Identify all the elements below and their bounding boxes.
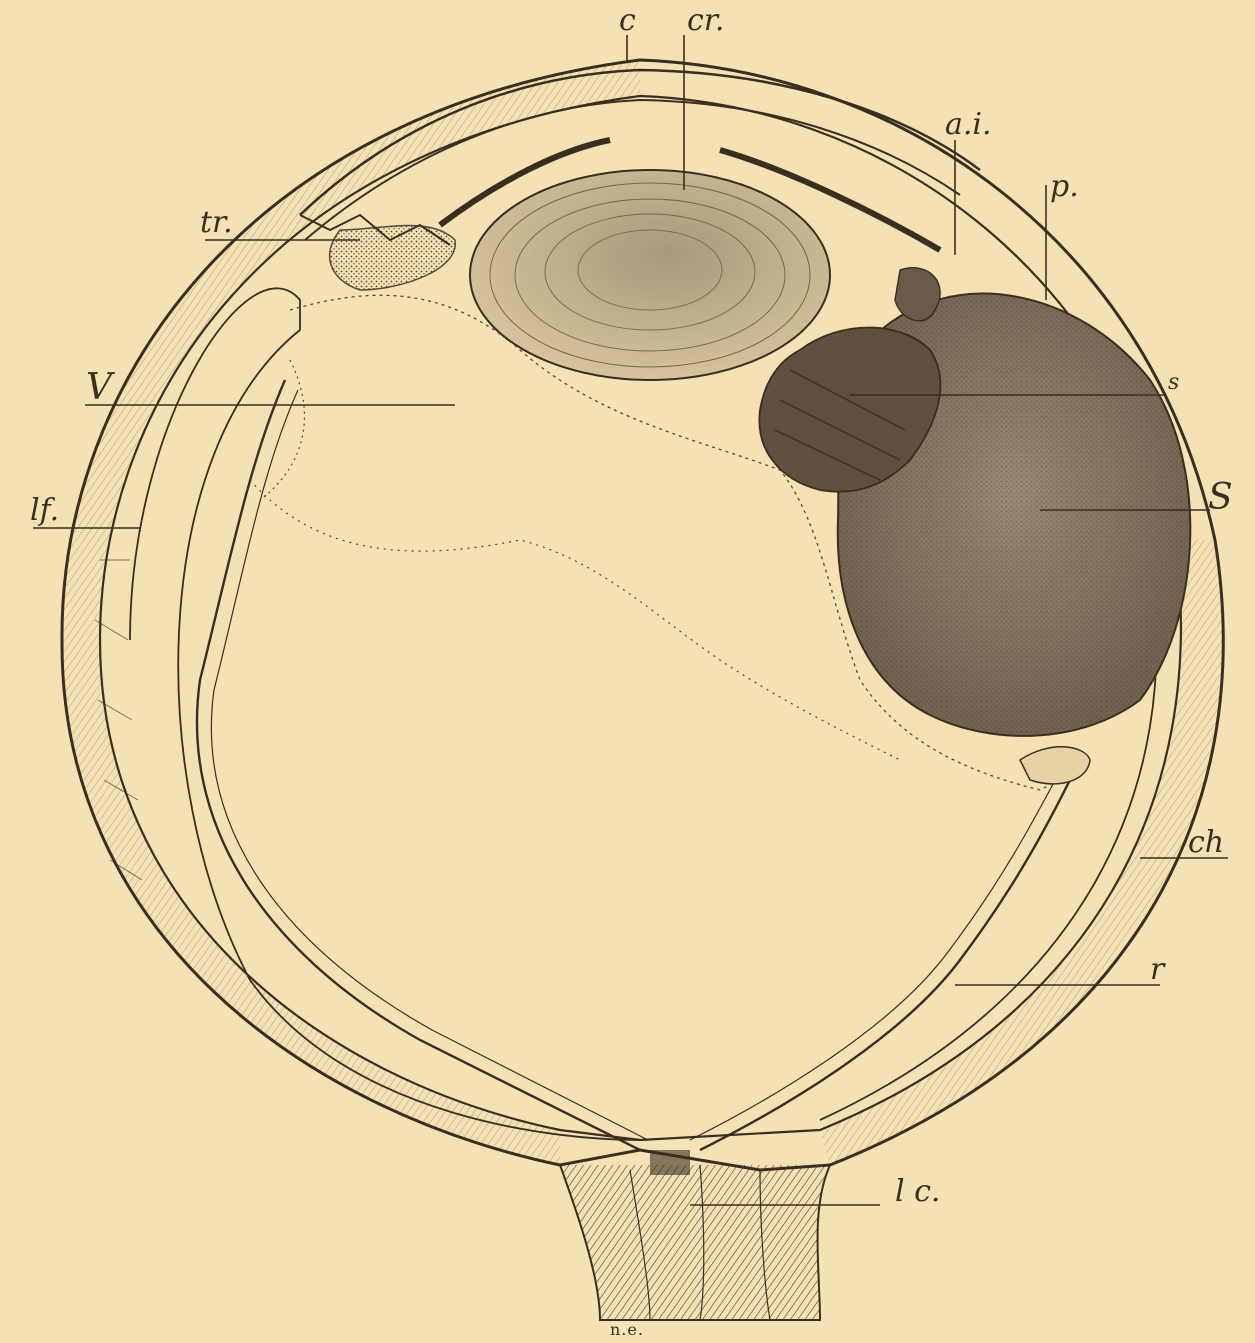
lens (470, 170, 830, 380)
label-retina: r (1150, 955, 1164, 985)
optic-nerve (560, 1150, 830, 1320)
label-choroid: ch (1188, 828, 1224, 858)
artist-signature: n.e. (610, 1322, 644, 1338)
trabecular-region (330, 226, 456, 290)
label-vitreous: V (86, 370, 112, 406)
label-pigment: p. (1050, 172, 1079, 202)
label-trabecular: tr. (200, 208, 233, 238)
label-lamina-fusca: lf. (30, 496, 59, 526)
label-iris-angle: a.i. (945, 110, 992, 140)
label-large-tumor: S (1208, 480, 1233, 516)
label-small-tumor: s (1168, 372, 1179, 394)
label-cornea: c (619, 6, 636, 36)
label-crystalline-lens: cr. (687, 6, 724, 36)
label-lamina-cribrosa: l c. (895, 1177, 940, 1207)
